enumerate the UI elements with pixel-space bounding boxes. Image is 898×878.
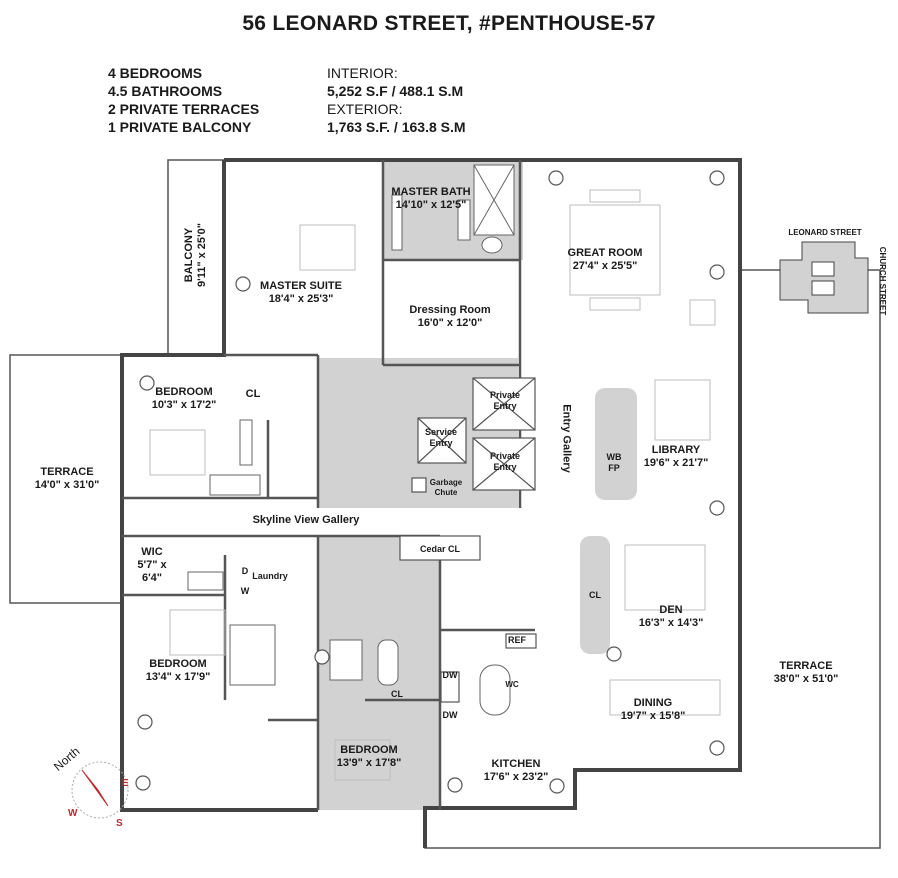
interior-walls bbox=[122, 160, 535, 810]
key-plan-church-street: CHURCH STREET bbox=[878, 246, 887, 316]
compass-west-label: W bbox=[68, 808, 78, 819]
entry-gallery-label: Entry Gallery bbox=[560, 404, 573, 473]
elevators bbox=[399, 377, 537, 703]
dishwasher-label-1: DW bbox=[442, 670, 458, 680]
washer-label: W bbox=[240, 586, 250, 596]
skyline-view-gallery: Skyline View Gallery bbox=[252, 514, 360, 526]
page-title: 56 LEONARD STREET, #PENTHOUSE-57 bbox=[242, 12, 656, 35]
dryer-label: D bbox=[241, 566, 249, 576]
bath-fixtures bbox=[187, 164, 515, 716]
closet-bedroom-1: CL bbox=[245, 388, 261, 400]
compass-rose bbox=[71, 761, 129, 819]
structural-columns bbox=[135, 170, 725, 794]
exterior-walls bbox=[120, 158, 742, 848]
furniture bbox=[149, 189, 721, 781]
key-plan-leonard-street: LEONARD STREET bbox=[788, 228, 862, 237]
spec-bathrooms: 4.5 BATHROOMS bbox=[108, 83, 223, 99]
spec-bedrooms: 4 BEDROOMS bbox=[108, 65, 203, 81]
interior-label: INTERIOR: bbox=[327, 65, 398, 81]
exterior-value: 1,763 S.F. / 163.8 S.M bbox=[327, 119, 466, 135]
laundry-label: Laundry bbox=[252, 571, 288, 581]
closet-bedroom-3: CL bbox=[391, 689, 403, 699]
spec-balcony: 1 PRIVATE BALCONY bbox=[108, 119, 252, 135]
interior-value: 5,252 S.F / 488.1 S.M bbox=[327, 83, 464, 99]
spec-terraces: 2 PRIVATE TERRACES bbox=[108, 101, 260, 117]
exterior-label: EXTERIOR: bbox=[327, 101, 403, 117]
refrigerator-label: REF bbox=[508, 635, 526, 645]
area-list: INTERIOR: 5,252 S.F / 488.1 S.M EXTERIOR… bbox=[327, 64, 466, 136]
compass-east-label: E bbox=[122, 778, 129, 789]
wine-cooler-label: WC bbox=[505, 680, 519, 689]
dishwasher-label-2: DW bbox=[442, 710, 458, 720]
spec-list: 4 BEDROOMS 4.5 BATHROOMS 2 PRIVATE TERRA… bbox=[108, 64, 259, 136]
compass-south-label: S bbox=[116, 818, 123, 829]
key-plan-drawing bbox=[779, 241, 869, 314]
closet-den: CL bbox=[589, 590, 601, 600]
cedar-closet: Cedar CL bbox=[419, 544, 461, 554]
